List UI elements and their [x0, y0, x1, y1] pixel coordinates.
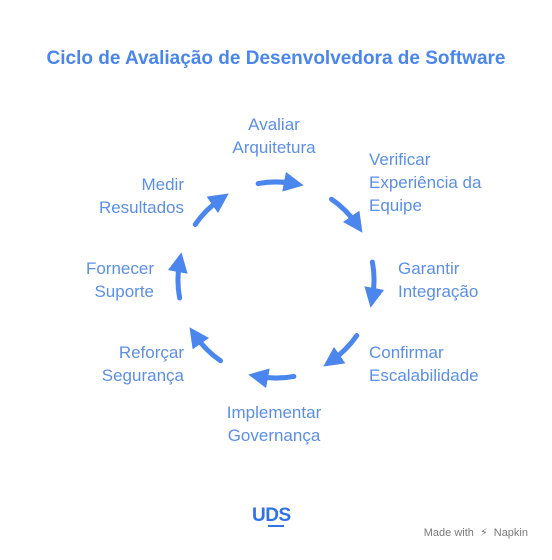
step-label-garantir-integracao: Garantir Integração — [398, 257, 478, 303]
cycle-arrow — [189, 327, 223, 364]
step-label-line: Implementar — [226, 403, 322, 422]
step-label-avaliar-arquitetura: Avaliar Arquitetura — [214, 113, 334, 159]
uds-logo-underline — [268, 525, 284, 527]
step-label-implementar-governanca: Implementar Governança — [204, 401, 344, 447]
step-label-line: Experiência da — [369, 173, 482, 192]
cycle-arrow — [167, 252, 188, 301]
step-label-line: Verificar — [369, 150, 431, 169]
step-label-line: Resultados — [98, 198, 184, 217]
cycle-arrow — [329, 196, 363, 233]
step-label-confirmar-escalabilidade: Confirmar Escalabilidade — [369, 341, 479, 387]
step-label-line: Avaliar — [248, 115, 300, 134]
napkin-icon: ⚡ — [479, 527, 488, 539]
step-label-line: Garantir — [398, 259, 460, 278]
cycle-arrow — [364, 259, 385, 308]
step-label-verificar-experiencia: Verificar Experiência da Equipe — [369, 148, 481, 217]
step-label-line: Fornecer — [85, 259, 154, 278]
step-label-line: Arquitetura — [232, 138, 316, 157]
step-label-line: Confirmar — [369, 343, 444, 362]
step-label-line: Medir — [141, 175, 184, 194]
step-label-fornecer-suporte: Fornecer Suporte — [14, 257, 154, 303]
cycle-arrow — [248, 368, 297, 389]
uds-logo: UDS — [252, 505, 291, 526]
made-with-napkin-watermark[interactable]: Made with ⚡ Napkin — [424, 526, 528, 539]
cycle-arrow — [323, 333, 360, 367]
watermark-brand: Napkin — [493, 527, 528, 539]
step-label-line: Segurança — [101, 366, 184, 385]
step-label-line: Reforçar — [118, 343, 184, 362]
cycle-arrow — [192, 193, 229, 227]
step-label-line: Governança — [227, 426, 321, 445]
step-label-medir-resultados: Medir Resultados — [44, 173, 184, 219]
step-label-line: Integração — [398, 282, 479, 301]
step-label-line: Escalabilidade — [369, 366, 479, 385]
watermark-prefix: Made with — [423, 527, 474, 539]
step-label-reforcar-seguranca: Reforçar Segurança — [44, 341, 184, 387]
diagram-title: Ciclo de Avaliação de Desenvolvedora de … — [46, 48, 506, 69]
step-label-line: Suporte — [94, 282, 154, 301]
cycle-arrow — [255, 171, 304, 192]
step-label-line: Equipe — [369, 196, 422, 215]
